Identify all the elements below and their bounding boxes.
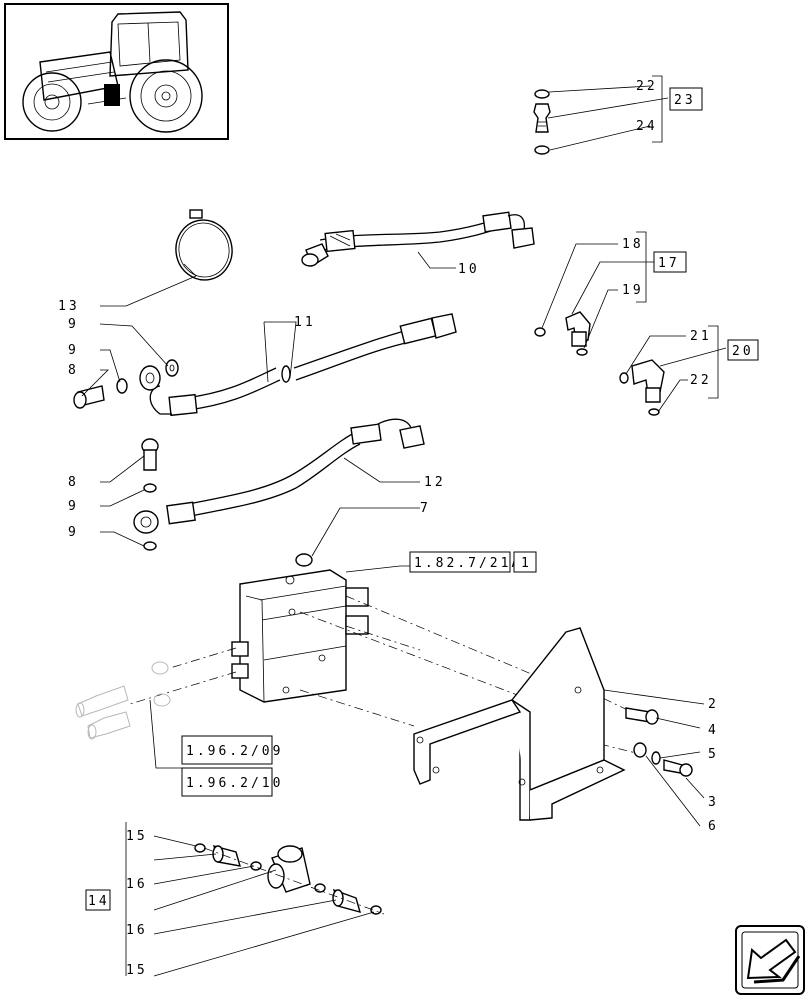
callout-22-top: 22 xyxy=(636,79,658,94)
callout-13: 13 xyxy=(58,299,80,314)
callout-3: 3 xyxy=(708,795,719,810)
bolt-washers-lower xyxy=(100,438,159,551)
tractor-icon xyxy=(4,3,229,140)
reference-valve-label: 1.82.7/21A xyxy=(414,556,522,571)
callout-11: 11 xyxy=(294,315,316,330)
callout-23: 23 xyxy=(674,93,696,108)
elbow-fitting-20 xyxy=(619,325,727,416)
part-box-20: 20 xyxy=(727,339,759,361)
callout-19: 19 xyxy=(622,283,644,298)
callout-16-top: 16 xyxy=(126,877,148,892)
callout-9-c: 9 xyxy=(68,499,79,514)
control-valve-1 xyxy=(231,507,420,703)
hydraulic-pipe-10 xyxy=(301,211,535,269)
callout-9-b: 9 xyxy=(68,343,79,358)
reference-box-c[interactable]: 1.96.2/10 xyxy=(181,767,283,797)
part-box-14: 14 xyxy=(85,889,111,911)
callout-8-a: 8 xyxy=(68,363,79,378)
callout-5: 5 xyxy=(708,747,719,762)
callout-21: 21 xyxy=(690,329,712,344)
callout-12: 12 xyxy=(424,475,446,490)
hydraulic-pipe-11 xyxy=(139,313,457,417)
mounting-bracket-2 xyxy=(413,627,705,821)
callout-2: 2 xyxy=(708,697,719,712)
back-arrow-icon[interactable] xyxy=(735,925,805,995)
callout-15-bottom: 15 xyxy=(126,963,148,978)
callout-15-top: 15 xyxy=(126,829,148,844)
callout-20: 20 xyxy=(732,344,754,359)
callout-22-right: 22 xyxy=(690,373,712,388)
callout-16-bottom: 16 xyxy=(126,923,148,938)
bolts-3-4-5-6 xyxy=(625,707,705,827)
hose-clamp-13 xyxy=(100,209,233,307)
adapter-assembly-23 xyxy=(533,75,669,155)
callout-24: 24 xyxy=(636,119,658,134)
reference-box-valve[interactable]: 1.82.7/21A xyxy=(409,551,522,573)
callout-14: 14 xyxy=(88,894,110,909)
ghost-fittings xyxy=(75,661,186,769)
callout-10: 10 xyxy=(458,262,480,277)
part-box-17: 17 xyxy=(653,251,687,273)
elbow-fitting-17 xyxy=(534,231,654,356)
fitting-assembly-14 xyxy=(125,822,385,977)
hydraulic-pipe-12 xyxy=(133,418,425,534)
part-box-1[interactable]: 1 xyxy=(513,551,537,573)
callout-4: 4 xyxy=(708,723,719,738)
part-box-23: 23 xyxy=(669,87,703,111)
callout-6: 6 xyxy=(708,819,719,834)
callout-7: 7 xyxy=(420,501,431,516)
reference-b-label: 1.96.2/09 xyxy=(186,744,283,759)
reference-box-b[interactable]: 1.96.2/09 xyxy=(181,735,283,765)
reference-c-label: 1.96.2/10 xyxy=(186,776,283,791)
callout-8-b: 8 xyxy=(68,475,79,490)
callout-1: 1 xyxy=(521,556,532,571)
washers-bolt-8-9 xyxy=(73,323,179,409)
callout-9-a: 9 xyxy=(68,317,79,332)
callout-9-d: 9 xyxy=(68,525,79,540)
callout-17: 17 xyxy=(658,256,680,271)
assembly-lines xyxy=(129,595,641,755)
callout-18: 18 xyxy=(622,237,644,252)
